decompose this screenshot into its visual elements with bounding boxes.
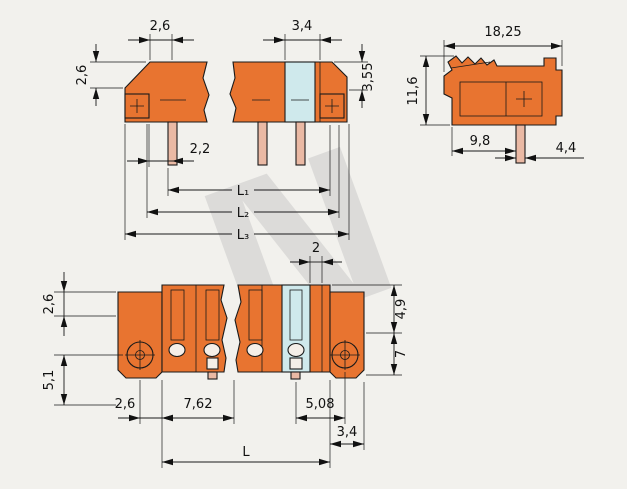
side-view: 2,6 3,4 3,55 2,6 2,2 xyxy=(75,19,376,243)
screw-cross-icon xyxy=(325,99,339,113)
dim-pole-width xyxy=(263,34,342,60)
dim-label: 4,9 xyxy=(394,299,409,320)
dim-label: 3,4 xyxy=(337,425,358,440)
dim-label: L₂ xyxy=(237,206,249,221)
screw-cross-icon xyxy=(130,99,144,113)
dim-label: L xyxy=(242,445,250,460)
dim-wall-thickness xyxy=(290,256,342,283)
dim-pitch xyxy=(162,380,235,424)
dim-label: L₁ xyxy=(237,184,249,199)
solder-pin xyxy=(207,371,218,380)
front-view: 2 2,6 5,1 4,9 7 xyxy=(42,241,409,468)
dim-end-offset xyxy=(295,372,346,424)
dim-pin-offset xyxy=(127,124,194,167)
dim-label: 2,6 xyxy=(75,65,90,86)
solder-pin xyxy=(257,121,268,166)
dim-total-length xyxy=(162,380,331,468)
dim-l3 xyxy=(124,124,350,240)
screw-cross-icon xyxy=(125,340,155,370)
dim-label: 2,2 xyxy=(190,142,211,157)
contact-opening xyxy=(168,342,186,358)
dim-upper-height xyxy=(54,272,116,336)
dim-label: 18,25 xyxy=(484,25,521,40)
dim-label: 2,6 xyxy=(42,294,57,315)
dim-overall-height xyxy=(420,55,454,126)
dim-l2 xyxy=(146,124,340,218)
contact-opening xyxy=(203,342,221,358)
dim-label: 5,1 xyxy=(42,370,57,391)
dim-label: 2 xyxy=(312,241,320,256)
side-end-pole xyxy=(284,61,316,123)
profile-view: 18,25 11,6 9,8 4,4 xyxy=(406,25,584,164)
dim-flange-width xyxy=(330,382,365,450)
contact-opening xyxy=(287,342,305,358)
screw-cross-icon xyxy=(516,91,532,107)
dim-chamfer-height xyxy=(90,44,146,106)
contact-opening xyxy=(246,342,264,358)
solder-pin xyxy=(167,121,178,166)
dim-label: 2,6 xyxy=(115,397,136,412)
dim-right-height xyxy=(334,44,368,108)
dim-label: 2,6 xyxy=(150,19,171,34)
dim-top-width xyxy=(128,34,194,60)
profile-body xyxy=(443,55,563,126)
dim-flange-mid xyxy=(366,333,402,376)
solder-pin xyxy=(290,371,301,380)
dim-label: L₃ xyxy=(237,228,249,243)
dim-label: 7 xyxy=(394,350,409,358)
dim-pin-position xyxy=(451,127,516,156)
dim-label: 7,62 xyxy=(184,397,213,412)
dim-label: 4,4 xyxy=(556,141,577,156)
dim-label: 5,08 xyxy=(306,397,335,412)
screw-cross-icon xyxy=(330,340,360,370)
solder-pin xyxy=(295,121,306,166)
dim-label: 3,4 xyxy=(292,19,313,34)
dim-lower-height xyxy=(54,354,123,406)
dim-label: 3,55 xyxy=(361,63,376,92)
dim-l1 xyxy=(167,125,331,196)
dim-label: 9,8 xyxy=(470,134,491,149)
dim-label: 11,6 xyxy=(406,77,421,106)
solder-pin xyxy=(515,124,526,164)
